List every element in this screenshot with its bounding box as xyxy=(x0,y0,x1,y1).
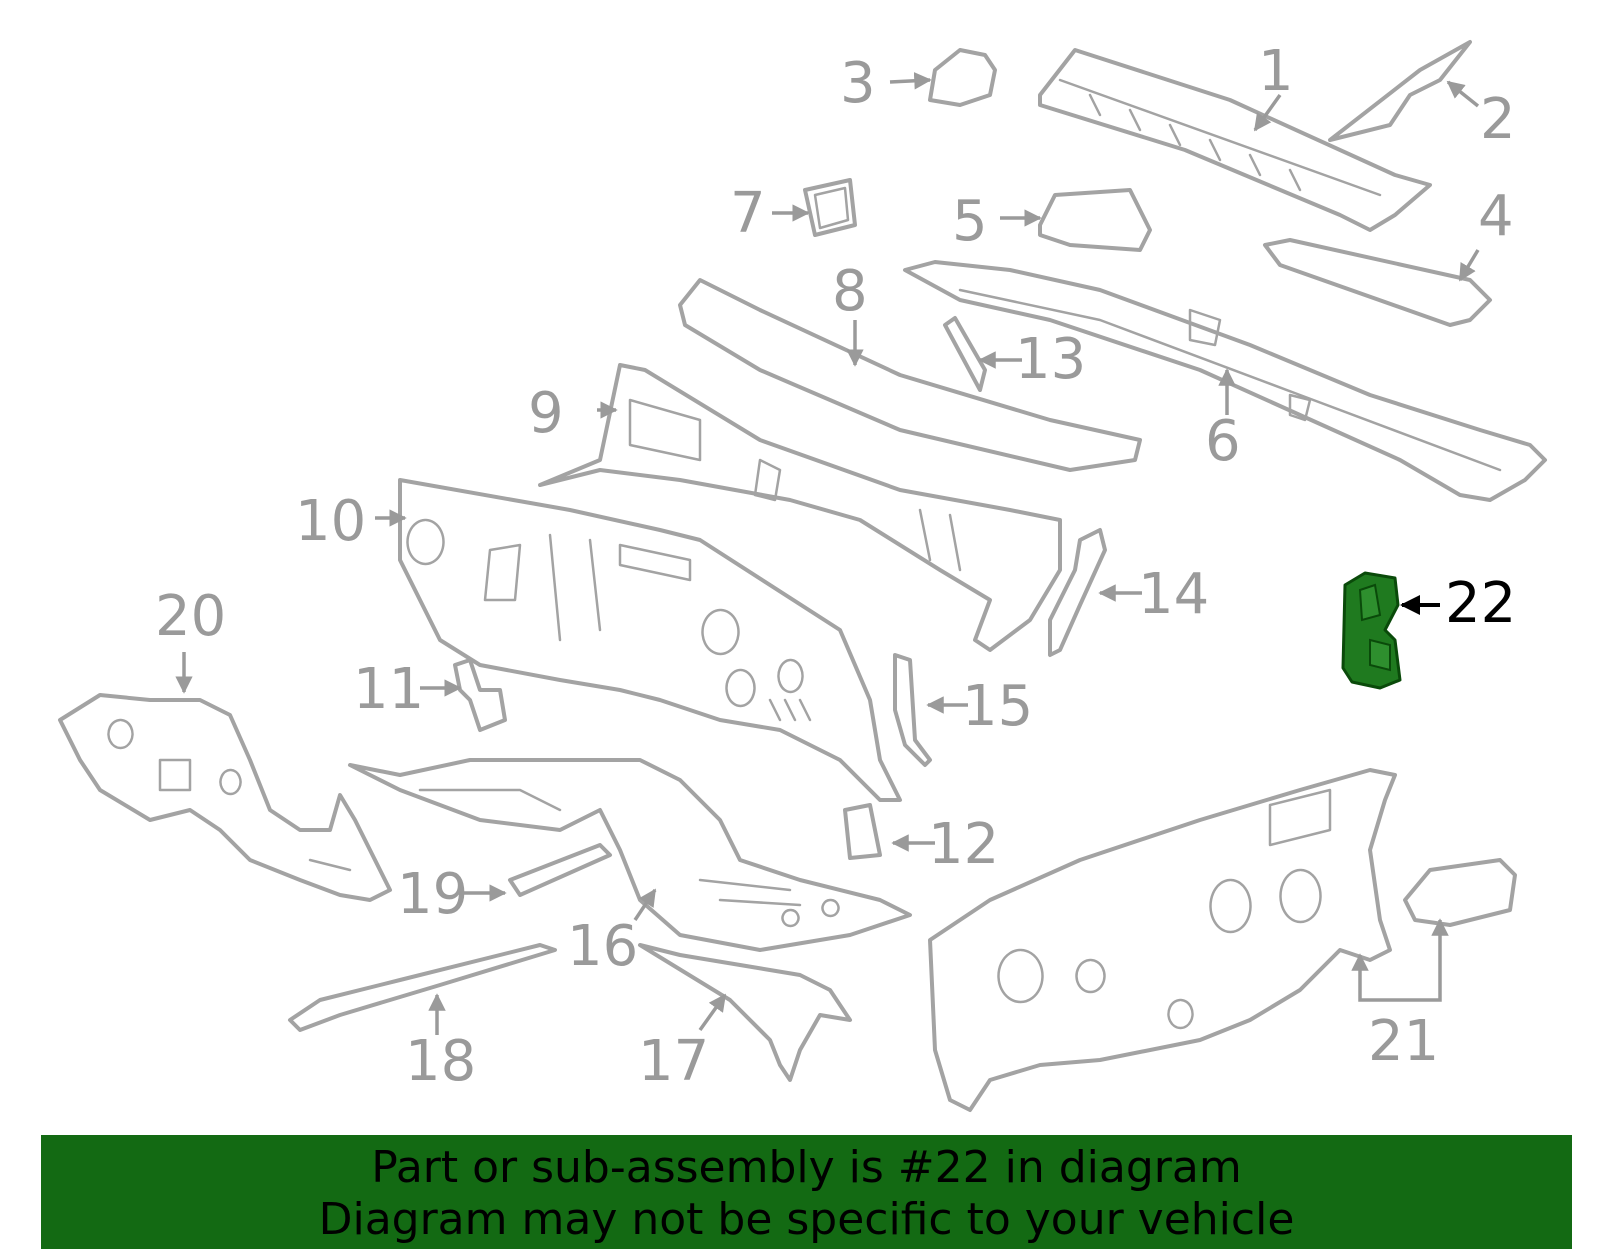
callout-15: 15 xyxy=(962,674,1033,739)
part-10-firewall[interactable] xyxy=(398,478,902,802)
part-14-brace[interactable] xyxy=(1048,528,1107,657)
part-12-clip[interactable] xyxy=(843,803,882,860)
callout-5: 5 xyxy=(952,189,988,254)
callout-10: 10 xyxy=(295,489,366,554)
part-3-bracket[interactable] xyxy=(928,48,997,107)
part-4-strip[interactable] xyxy=(1263,238,1492,327)
callout-labels: 1 2 3 4 5 6 7 8 9 10 11 12 13 14 15 16 1… xyxy=(155,39,1516,1094)
leader-lines xyxy=(175,72,1480,1035)
callout-19: 19 xyxy=(397,862,468,927)
callout-20: 20 xyxy=(155,584,226,649)
callout-12: 12 xyxy=(928,812,999,877)
callout-4: 4 xyxy=(1478,184,1514,249)
callout-6: 6 xyxy=(1205,409,1241,474)
part-5-housing[interactable] xyxy=(1038,188,1152,252)
part-19-rail[interactable] xyxy=(508,843,612,897)
callout-8: 8 xyxy=(832,259,868,324)
callout-7: 7 xyxy=(730,181,766,246)
part-16-floor-pan[interactable] xyxy=(348,758,912,952)
part-9-dash-upper[interactable] xyxy=(538,363,1062,652)
part-7-grommet[interactable] xyxy=(803,178,857,237)
callout-14: 14 xyxy=(1138,562,1209,627)
callout-2: 2 xyxy=(1480,87,1516,152)
banner-line-2: Diagram may not be specific to your vehi… xyxy=(318,1194,1295,1245)
part-2-bracket[interactable] xyxy=(1328,40,1472,142)
callout-17: 17 xyxy=(638,1029,709,1094)
part-21-dash-insulator[interactable] xyxy=(928,768,1517,1112)
part-8-strip[interactable] xyxy=(678,278,1142,472)
part-11-bracket[interactable] xyxy=(453,658,507,732)
callout-13: 13 xyxy=(1015,327,1086,392)
banner-line-1: Part or sub-assembly is #22 in diagram xyxy=(371,1142,1242,1193)
info-banner: Part or sub-assembly is #22 in diagram D… xyxy=(41,1135,1572,1249)
part-13-bracket[interactable] xyxy=(943,316,987,392)
part-1-cowl-panel[interactable] xyxy=(1038,48,1432,232)
part-18-rail[interactable] xyxy=(288,943,557,1032)
callout-16: 16 xyxy=(567,914,638,979)
callout-18: 18 xyxy=(405,1029,476,1094)
callout-3: 3 xyxy=(840,51,876,116)
callout-1: 1 xyxy=(1258,39,1294,104)
callout-22: 22 xyxy=(1445,571,1516,636)
part-15-brace[interactable] xyxy=(893,653,932,767)
part-6-cross-member[interactable] xyxy=(903,260,1547,502)
callout-11: 11 xyxy=(353,657,424,722)
part-20-wheelhouse[interactable] xyxy=(58,693,392,902)
part-17-bracket[interactable] xyxy=(638,943,852,1082)
callout-21: 21 xyxy=(1368,1009,1439,1074)
callout-9: 9 xyxy=(528,381,564,446)
part-22-highlighted[interactable] xyxy=(1341,571,1402,690)
